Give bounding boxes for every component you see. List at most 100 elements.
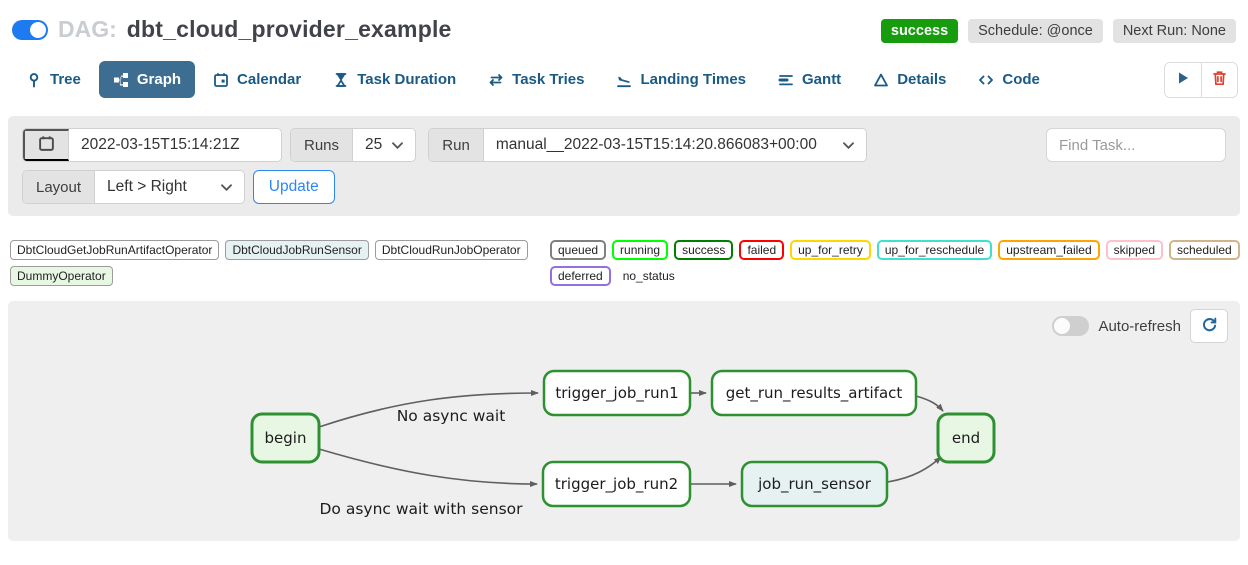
toggle-knob <box>30 21 46 38</box>
tab-graph[interactable]: Graph <box>98 61 196 98</box>
find-task-input[interactable] <box>1046 128 1226 162</box>
status-legend-badge: scheduled <box>1169 240 1240 260</box>
graph-icon <box>113 72 129 88</box>
gantt-icon <box>778 72 794 88</box>
status-legend-badge: upstream_failed <box>998 240 1100 260</box>
dag-status-badge: success <box>880 18 959 43</box>
view-tabs: Tree Graph Calendar Task Duration Task T… <box>12 61 1238 98</box>
task-node-label: begin <box>265 429 307 447</box>
next-run-badge: Next Run: None <box>1112 18 1236 43</box>
task-node-label: get_run_results_artifact <box>726 384 903 403</box>
refresh-icon <box>1201 316 1218 336</box>
run-group: Run manual__2022-03-15T15:14:20.866083+0… <box>428 128 867 162</box>
graph-filter-bar: Runs 25 Run manual__2022-03-15T15:14:20.… <box>8 116 1240 216</box>
tab-calendar[interactable]: Calendar <box>199 61 315 98</box>
tab-details[interactable]: Details <box>859 61 960 98</box>
run-label: Run <box>429 129 484 161</box>
base-date-input[interactable] <box>69 129 281 161</box>
chevron-down-icon <box>220 178 232 196</box>
edge-label-do-async-wait: Do async wait with sensor <box>319 500 523 518</box>
edge-begin-trigger_job_run2 <box>318 448 538 487</box>
run-select[interactable]: manual__2022-03-15T15:14:20.866083+00:00 <box>483 129 866 161</box>
task-node-trigger_job_run2[interactable]: trigger_job_run2 <box>541 460 692 508</box>
task-node-end[interactable]: end <box>936 412 996 464</box>
refresh-button[interactable] <box>1190 309 1228 343</box>
task-node-label: end <box>952 429 980 447</box>
layout-group: Layout Left > Right <box>22 170 245 204</box>
tab-tree[interactable]: Tree <box>12 61 95 98</box>
edge-get_run_results_artifact-end <box>915 395 944 412</box>
dag-pause-toggle[interactable] <box>12 19 48 40</box>
details-icon <box>873 72 889 88</box>
pin-icon <box>26 72 42 88</box>
tab-label: Code <box>1002 71 1040 88</box>
trash-icon <box>1212 70 1227 89</box>
operator-legend-badge: DbtCloudJobRunSensor <box>225 240 369 260</box>
status-legend-badge: success <box>674 240 734 260</box>
dag-header: DAG: dbt_cloud_provider_example success … <box>0 0 1248 43</box>
date-picker-button[interactable] <box>23 129 69 161</box>
tab-gantt[interactable]: Gantt <box>764 61 855 98</box>
tab-label: Calendar <box>237 71 302 88</box>
repeat-icon <box>488 72 504 88</box>
status-legend-badge: up_for_reschedule <box>876 240 993 260</box>
delete-dag-button[interactable] <box>1201 62 1237 97</box>
status-legend-badge: deferred <box>550 266 611 286</box>
task-node-job_run_sensor[interactable]: job_run_sensor <box>740 460 889 508</box>
task-node-label: trigger_job_run2 <box>555 475 678 494</box>
tab-label: Landing Times <box>640 71 747 88</box>
status-legend-badge: queued <box>550 240 607 260</box>
runs-label: Runs <box>291 129 354 161</box>
calendar-icon <box>213 72 229 88</box>
auto-refresh-toggle[interactable] <box>1052 316 1090 336</box>
toggle-knob <box>1054 318 1071 334</box>
layout-select[interactable]: Left > Right <box>95 171 244 203</box>
num-runs-value: 25 <box>365 136 383 153</box>
edge-label-no-async-wait: No async wait <box>397 407 506 425</box>
task-node-begin[interactable]: begin <box>250 412 321 464</box>
layout-label: Layout <box>23 171 96 203</box>
tab-label: Task Tries <box>512 71 585 88</box>
update-button[interactable]: Update <box>252 170 335 204</box>
layout-value: Left > Right <box>107 178 187 195</box>
chevron-down-icon <box>392 136 404 154</box>
task-node-label: job_run_sensor <box>757 475 872 494</box>
tab-landing-times[interactable]: Landing Times <box>602 61 760 98</box>
tab-code[interactable]: Code <box>964 61 1054 98</box>
edge-job_run_sensor-end <box>886 456 942 483</box>
dag-action-buttons <box>1164 61 1238 98</box>
operator-legend-badge: DummyOperator <box>10 266 113 286</box>
operator-legend-badge: DbtCloudRunJobOperator <box>374 240 528 260</box>
calendar-icon <box>38 135 55 156</box>
tab-task-tries[interactable]: Task Tries <box>474 61 598 98</box>
task-node-label: trigger_job_run1 <box>555 384 678 403</box>
task-node-get_run_results_artifact[interactable]: get_run_results_artifact <box>710 369 918 417</box>
dag-graph-svg: No async wait Do async wait with sensor … <box>250 369 996 518</box>
dag-prefix-label: DAG: <box>58 16 117 42</box>
auto-refresh-label: Auto-refresh <box>1098 317 1181 335</box>
tab-label: Details <box>897 71 947 88</box>
task-node-trigger_job_run1[interactable]: trigger_job_run1 <box>542 369 692 417</box>
status-legend-badge: skipped <box>1105 240 1163 260</box>
num-runs-group: Runs 25 <box>290 128 417 162</box>
chevron-down-icon <box>842 136 854 154</box>
dag-title: dbt_cloud_provider_example <box>126 16 452 42</box>
tab-label: Tree <box>50 71 81 88</box>
code-icon <box>978 72 994 88</box>
plane-landing-icon <box>616 72 632 88</box>
operator-legend-badge: DbtCloudGetJobRunArtifactOperator <box>10 240 220 260</box>
status-legend-badge: running <box>612 240 669 260</box>
tab-label: Gantt <box>802 71 842 88</box>
tab-task-duration[interactable]: Task Duration <box>319 61 470 98</box>
edge-begin-trigger_job_run1 <box>318 390 539 428</box>
hourglass-icon <box>333 72 349 88</box>
status-legend-badge: up_for_retry <box>790 240 871 260</box>
play-icon <box>1176 71 1190 88</box>
schedule-badge: Schedule: @once <box>968 18 1103 43</box>
run-value: manual__2022-03-15T15:14:20.866083+00:00 <box>495 136 817 153</box>
trigger-dag-button[interactable] <box>1165 62 1201 97</box>
num-runs-select[interactable]: 25 <box>353 129 416 161</box>
